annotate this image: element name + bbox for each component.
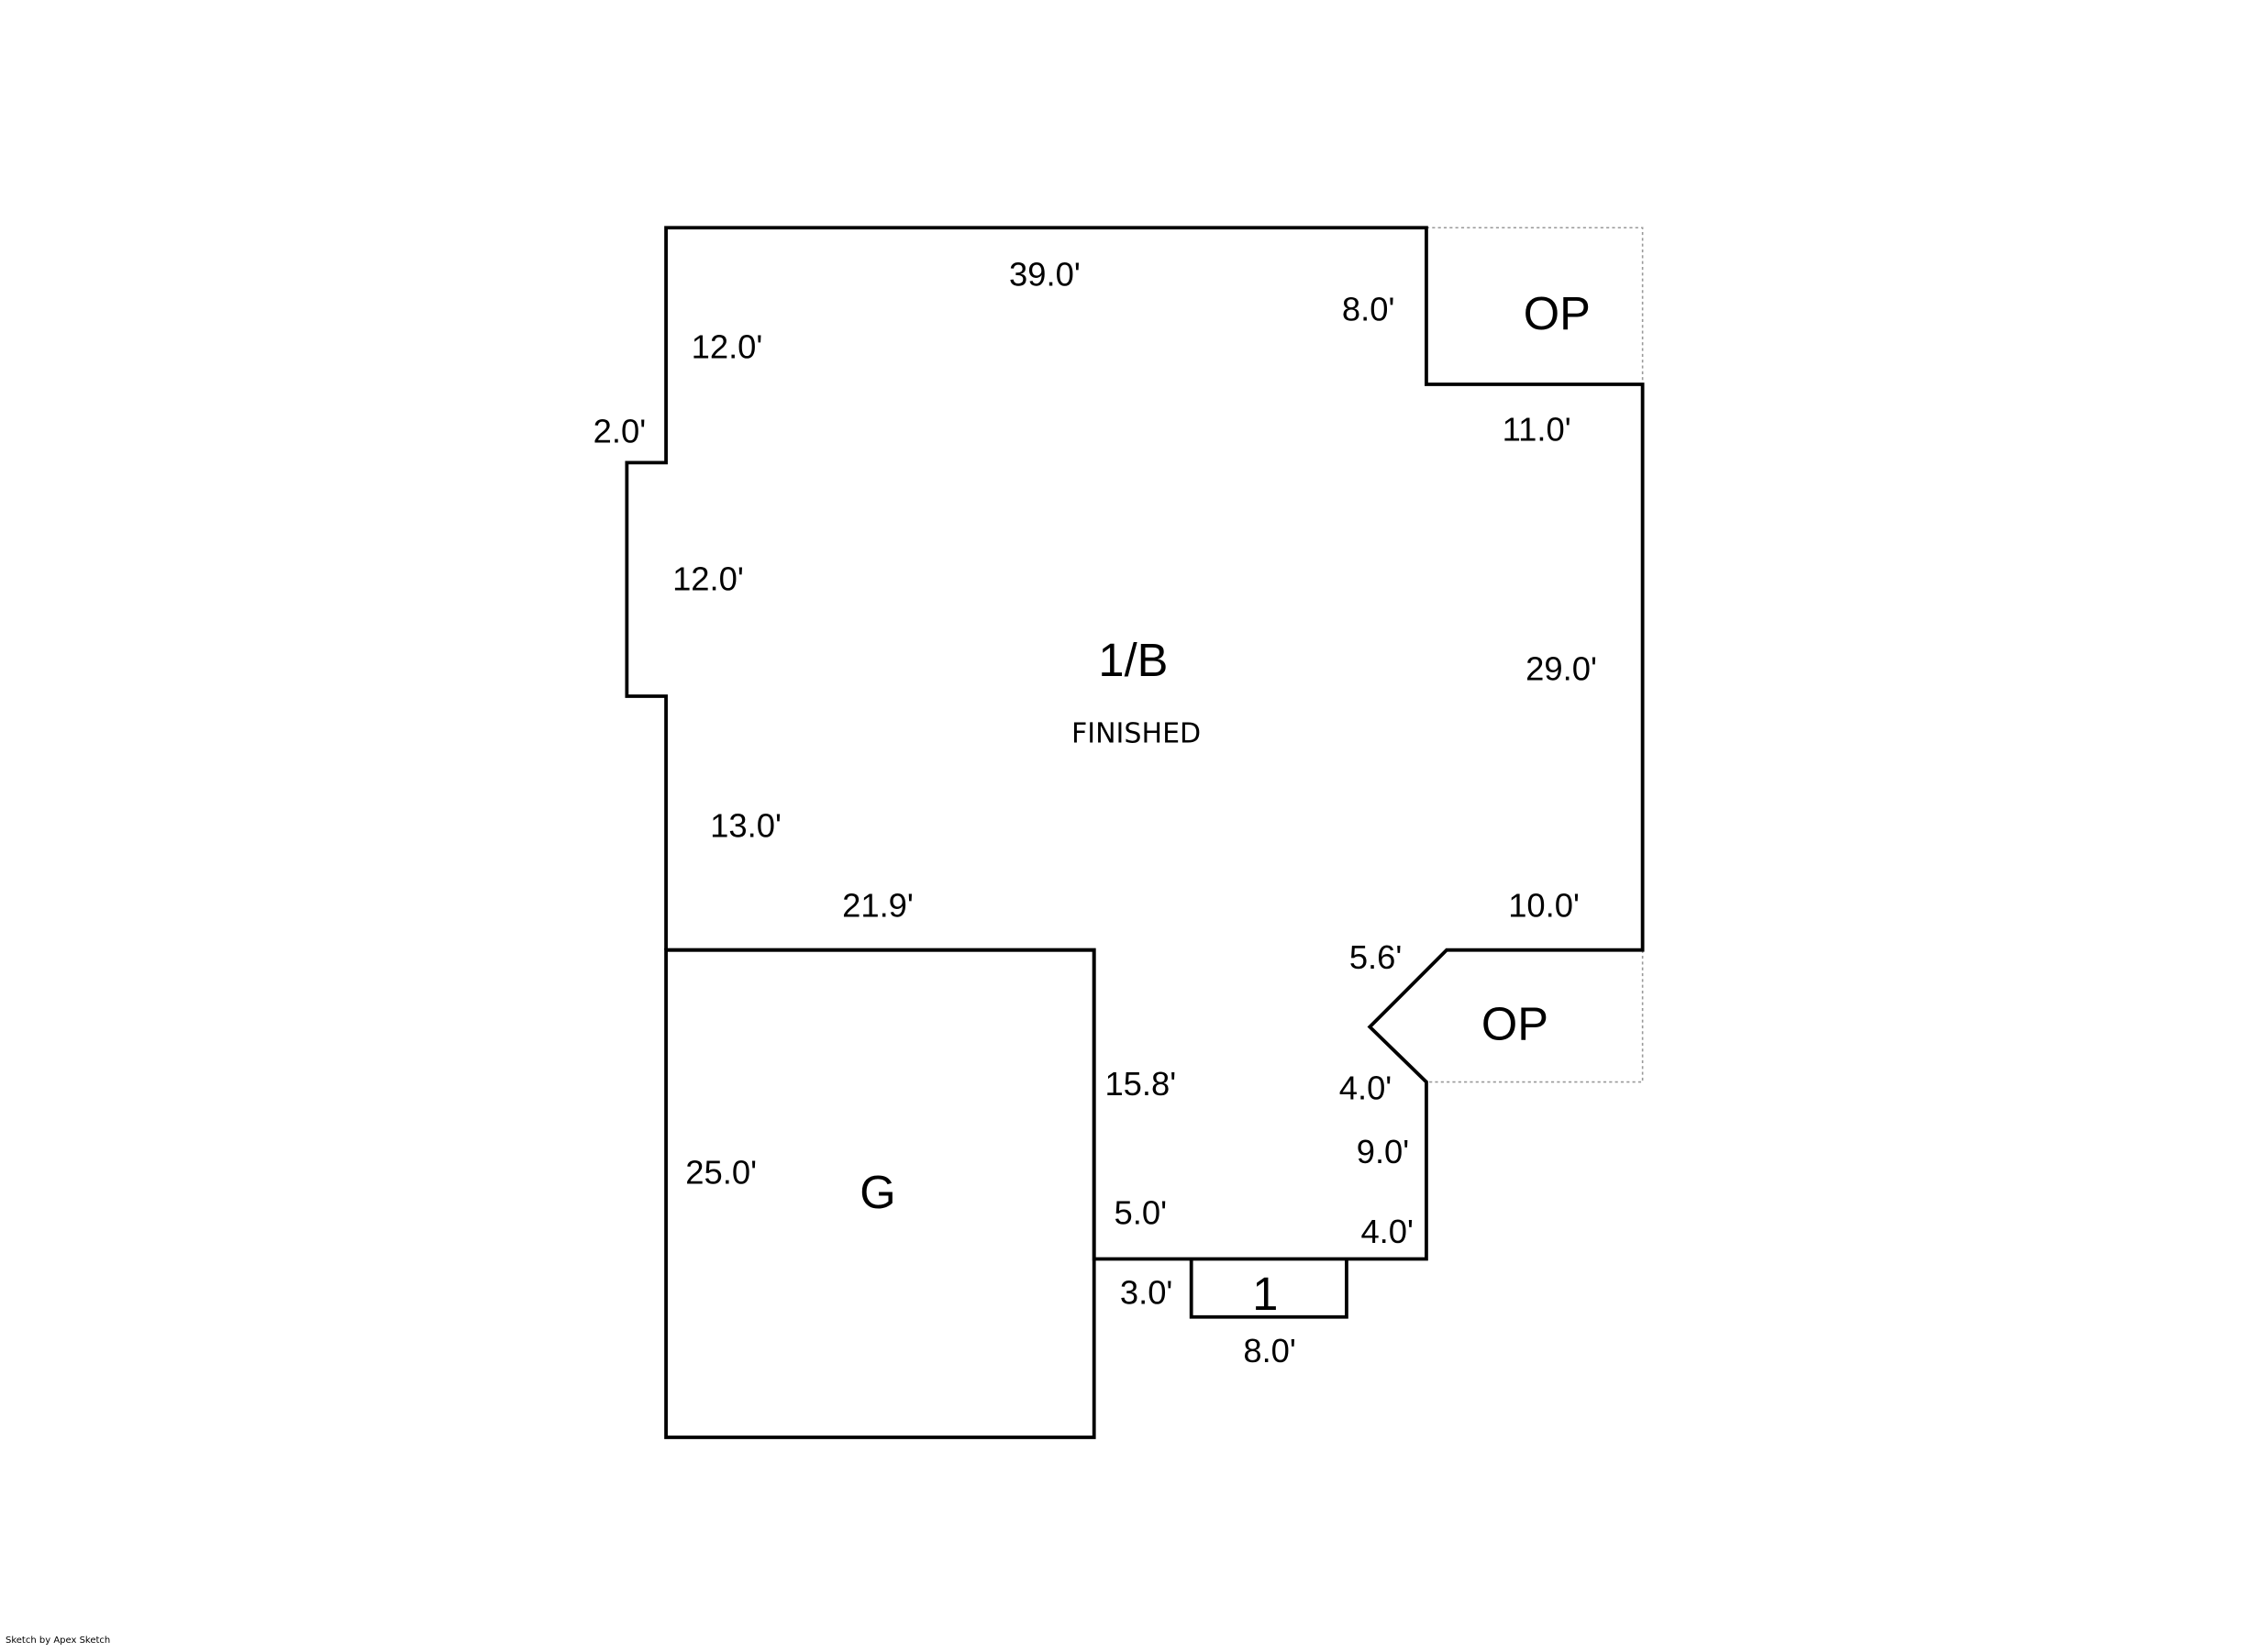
area-sublabel-main: FINISHED [1071,718,1201,750]
garage-outline [664,948,1096,1439]
dim-label: 2.0' [594,412,647,449]
dim-label: 11.0' [1503,411,1571,449]
dim-label: 8.0' [1342,290,1395,327]
dim-label: 5.0' [1115,1194,1168,1232]
dim-label: 25.0' [685,1153,757,1191]
dim-label: 10.0' [1508,886,1580,924]
dim-label: 12.0' [672,560,744,598]
area-label-stoop: 1 [1252,1268,1278,1320]
porch-top-outline [1426,227,1644,385]
dim-label: 9.0' [1357,1133,1410,1170]
area-label-porch-top: OP [1524,287,1591,339]
dim-label: 15.8' [1104,1065,1176,1103]
dim-label: 5.6' [1349,938,1403,976]
area-label-porch-bottom: OP [1481,998,1548,1050]
dim-label: 3.0' [1120,1274,1173,1312]
dim-label: 39.0' [1009,256,1081,294]
dim-label: 13.0' [710,806,782,844]
area-label-garage: G [860,1166,895,1218]
dim-label: 12.0' [692,328,763,366]
stoop-outline [1189,1258,1348,1319]
sketch-credit: Sketch by Apex Sketch [6,1635,111,1646]
dim-label: 29.0' [1525,650,1597,688]
dim-label: 4.0' [1360,1213,1414,1250]
dim-label: 4.0' [1339,1070,1392,1107]
main-outline [625,226,1645,1261]
area-label-main: 1/B [1098,634,1168,686]
dim-label: 21.9' [842,886,914,924]
dim-label: 8.0' [1243,1332,1296,1369]
